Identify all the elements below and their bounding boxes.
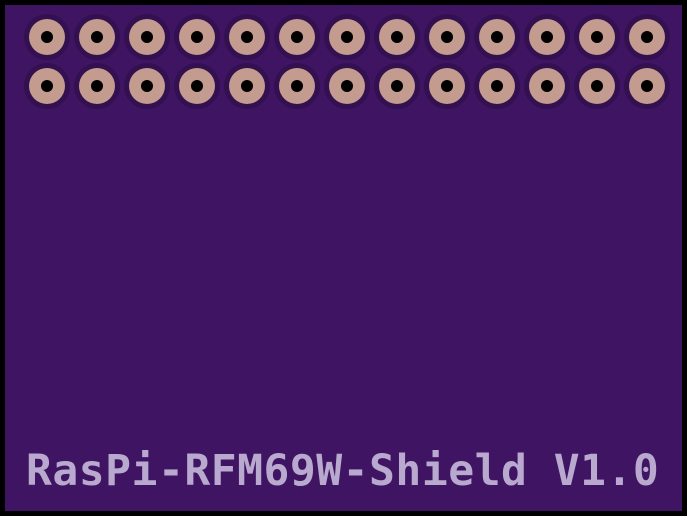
header-pin-pad [29,19,65,55]
pad-drill-hole [141,31,153,43]
pad-drill-hole [91,31,103,43]
header-pin-pad [579,19,615,55]
board-silkscreen-label: RasPi-RFM69W-Shield V1.0 [26,446,660,496]
header-pin-pad [429,19,465,55]
pad-drill-hole [591,31,603,43]
pad-drill-hole [641,31,653,43]
header-pin-pad [79,68,115,104]
pad-drill-hole [641,80,653,92]
header-pin-pad [279,68,315,104]
header-pin-pad [179,68,215,104]
pad-drill-hole [491,31,503,43]
pad-drill-hole [341,80,353,92]
pad-drill-hole [541,80,553,92]
header-pin-pad [279,19,315,55]
header-pin-pad [229,68,265,104]
pad-drill-hole [91,80,103,92]
pad-drill-hole [191,31,203,43]
pad-drill-hole [41,80,53,92]
pad-drill-hole [341,31,353,43]
header-pin-pad [129,19,165,55]
pad-drill-hole [391,31,403,43]
header-pin-pad [529,68,565,104]
header-pin-pad [79,19,115,55]
pad-drill-hole [441,80,453,92]
header-pin-pad [479,19,515,55]
pad-drill-hole [241,80,253,92]
header-pin-pad [29,68,65,104]
pad-drill-hole [141,80,153,92]
header-pin-pad [179,19,215,55]
header-pin-pad [579,68,615,104]
pad-drill-hole [541,31,553,43]
header-pin-pad [429,68,465,104]
header-pin-pad [629,19,665,55]
header-pin-pad [129,68,165,104]
pad-drill-hole [291,80,303,92]
pad-drill-hole [491,80,503,92]
pad-drill-hole [291,31,303,43]
header-pin-pad [379,68,415,104]
pad-drill-hole [391,80,403,92]
header-pin-pad [479,68,515,104]
header-pin-pad [229,19,265,55]
header-pin-pad [529,19,565,55]
pad-drill-hole [441,31,453,43]
pad-drill-hole [241,31,253,43]
header-pin-pad [329,68,365,104]
pad-drill-hole [191,80,203,92]
pad-drill-hole [591,80,603,92]
pad-layer [29,19,665,104]
header-pin-pad [379,19,415,55]
header-pin-pad [629,68,665,104]
header-pin-pad [329,19,365,55]
pad-drill-hole [41,31,53,43]
